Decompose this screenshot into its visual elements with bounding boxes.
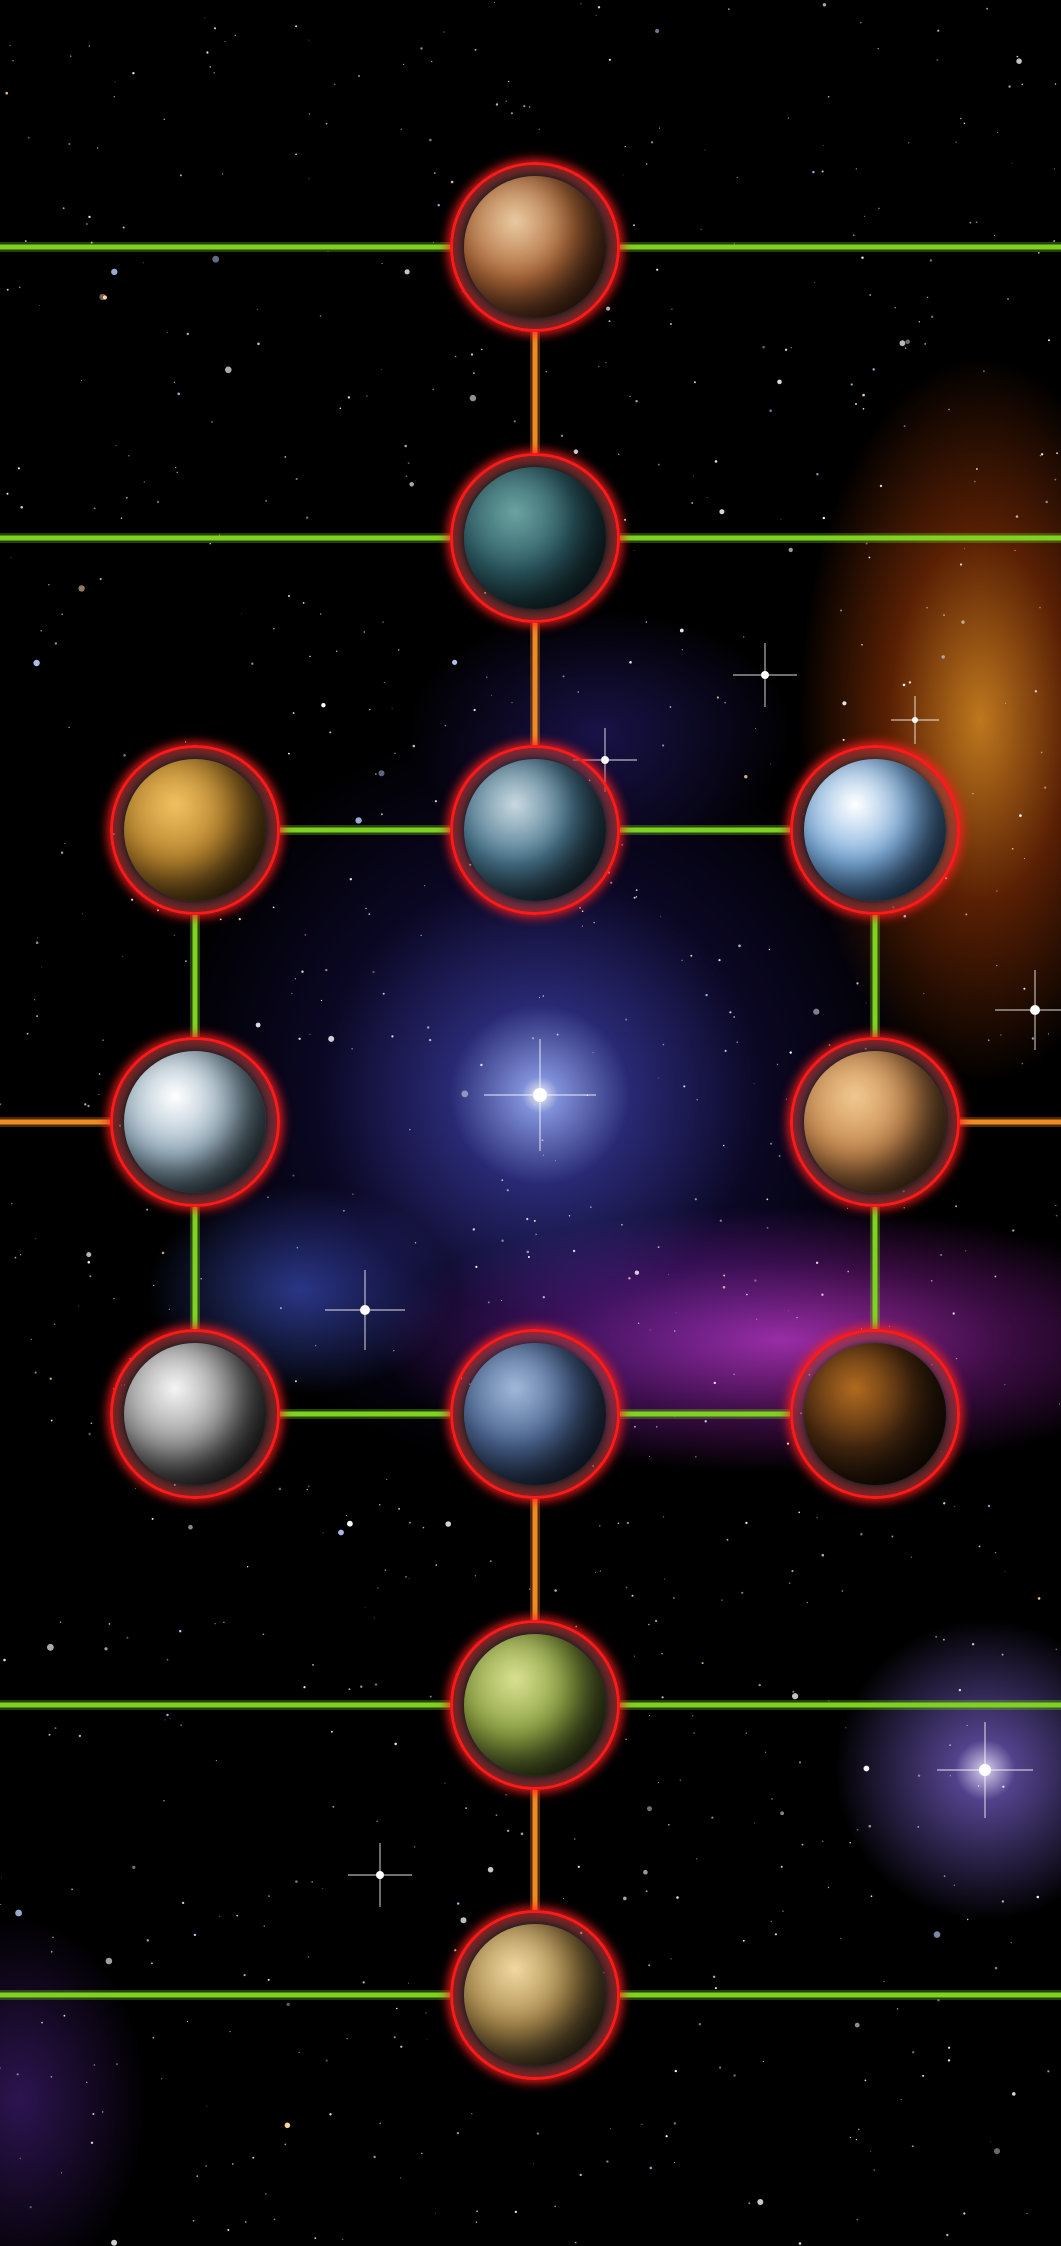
planet-node-venus-world[interactable] <box>110 745 280 915</box>
planet-node-ocean-world[interactable] <box>450 453 620 623</box>
planet-node-lava-world[interactable] <box>790 1329 960 1499</box>
planet-desert-world-icon <box>464 1924 606 2066</box>
planet-earth-world-icon <box>464 759 606 901</box>
planet-lava-world-icon <box>804 1343 946 1485</box>
planet-moon-icon <box>124 1343 266 1485</box>
planet-node-jungle-world[interactable] <box>450 1620 620 1790</box>
planet-node-ice-world[interactable] <box>790 745 960 915</box>
planet-mars-world-icon <box>804 1051 946 1193</box>
planet-node-earth-world[interactable] <box>450 745 620 915</box>
planet-ice-world-icon <box>804 759 946 901</box>
planet-node-gas-giant[interactable] <box>450 162 620 332</box>
planet-ocean-world-icon <box>464 467 606 609</box>
planet-node-desert-world[interactable] <box>450 1910 620 2080</box>
planet-storm-world-icon <box>124 1051 266 1193</box>
planet-node-storm-world[interactable] <box>110 1037 280 1207</box>
planet-venus-world-icon <box>124 759 266 901</box>
planet-jungle-world-icon <box>464 1634 606 1776</box>
planet-node-mars-world[interactable] <box>790 1037 960 1207</box>
planet-node-blue-rock-world[interactable] <box>450 1329 620 1499</box>
planet-node-moon[interactable] <box>110 1329 280 1499</box>
planet-blue-rock-world-icon <box>464 1343 606 1485</box>
planet-gas-giant-icon <box>464 176 606 318</box>
